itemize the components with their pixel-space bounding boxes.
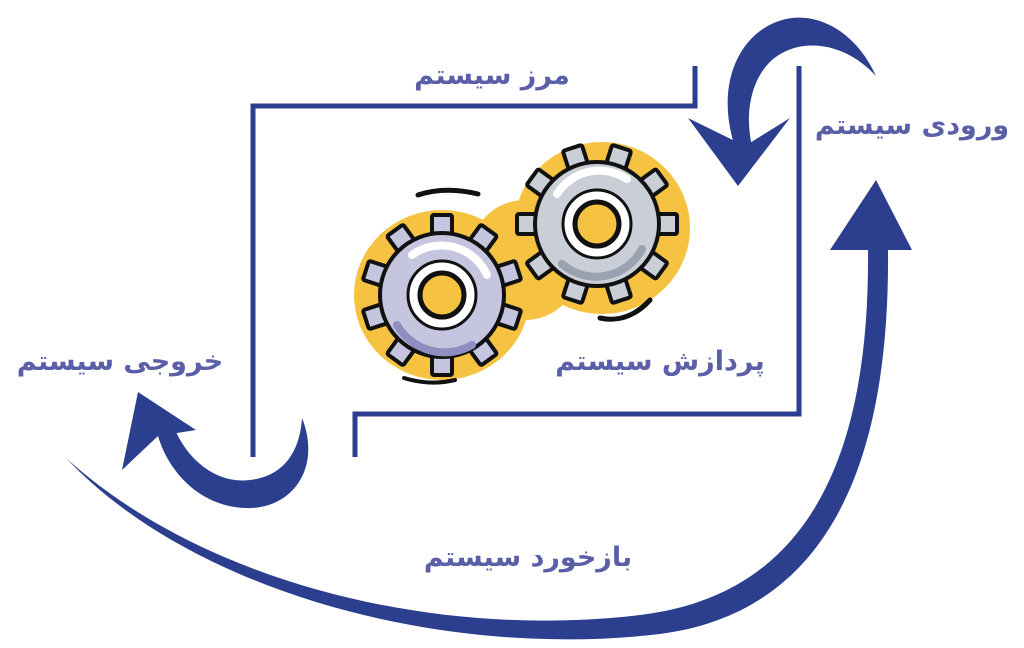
gears-icon [354,142,690,385]
system-boundary-line [250,66,802,457]
gear-motion-mark-bottom [597,297,653,322]
gear-left-icon [361,213,523,377]
gear-right-icon [515,143,679,305]
gear-motion-mark-lower-left [402,376,457,385]
label-system-boundary: مرز سیستم [414,60,570,91]
label-system-processing: پردازش سیستم [555,346,765,377]
label-system-input: ورودی سیستم [815,110,1009,141]
label-system-output: خروجی سیستم [17,346,223,377]
feedback-arrow-icon [66,180,912,640]
label-system-feedback: بازخورد سیستم [424,542,632,573]
gear-motion-mark-top [415,187,481,198]
input-arrow-icon [688,17,876,186]
output-arrow-icon [122,392,309,509]
